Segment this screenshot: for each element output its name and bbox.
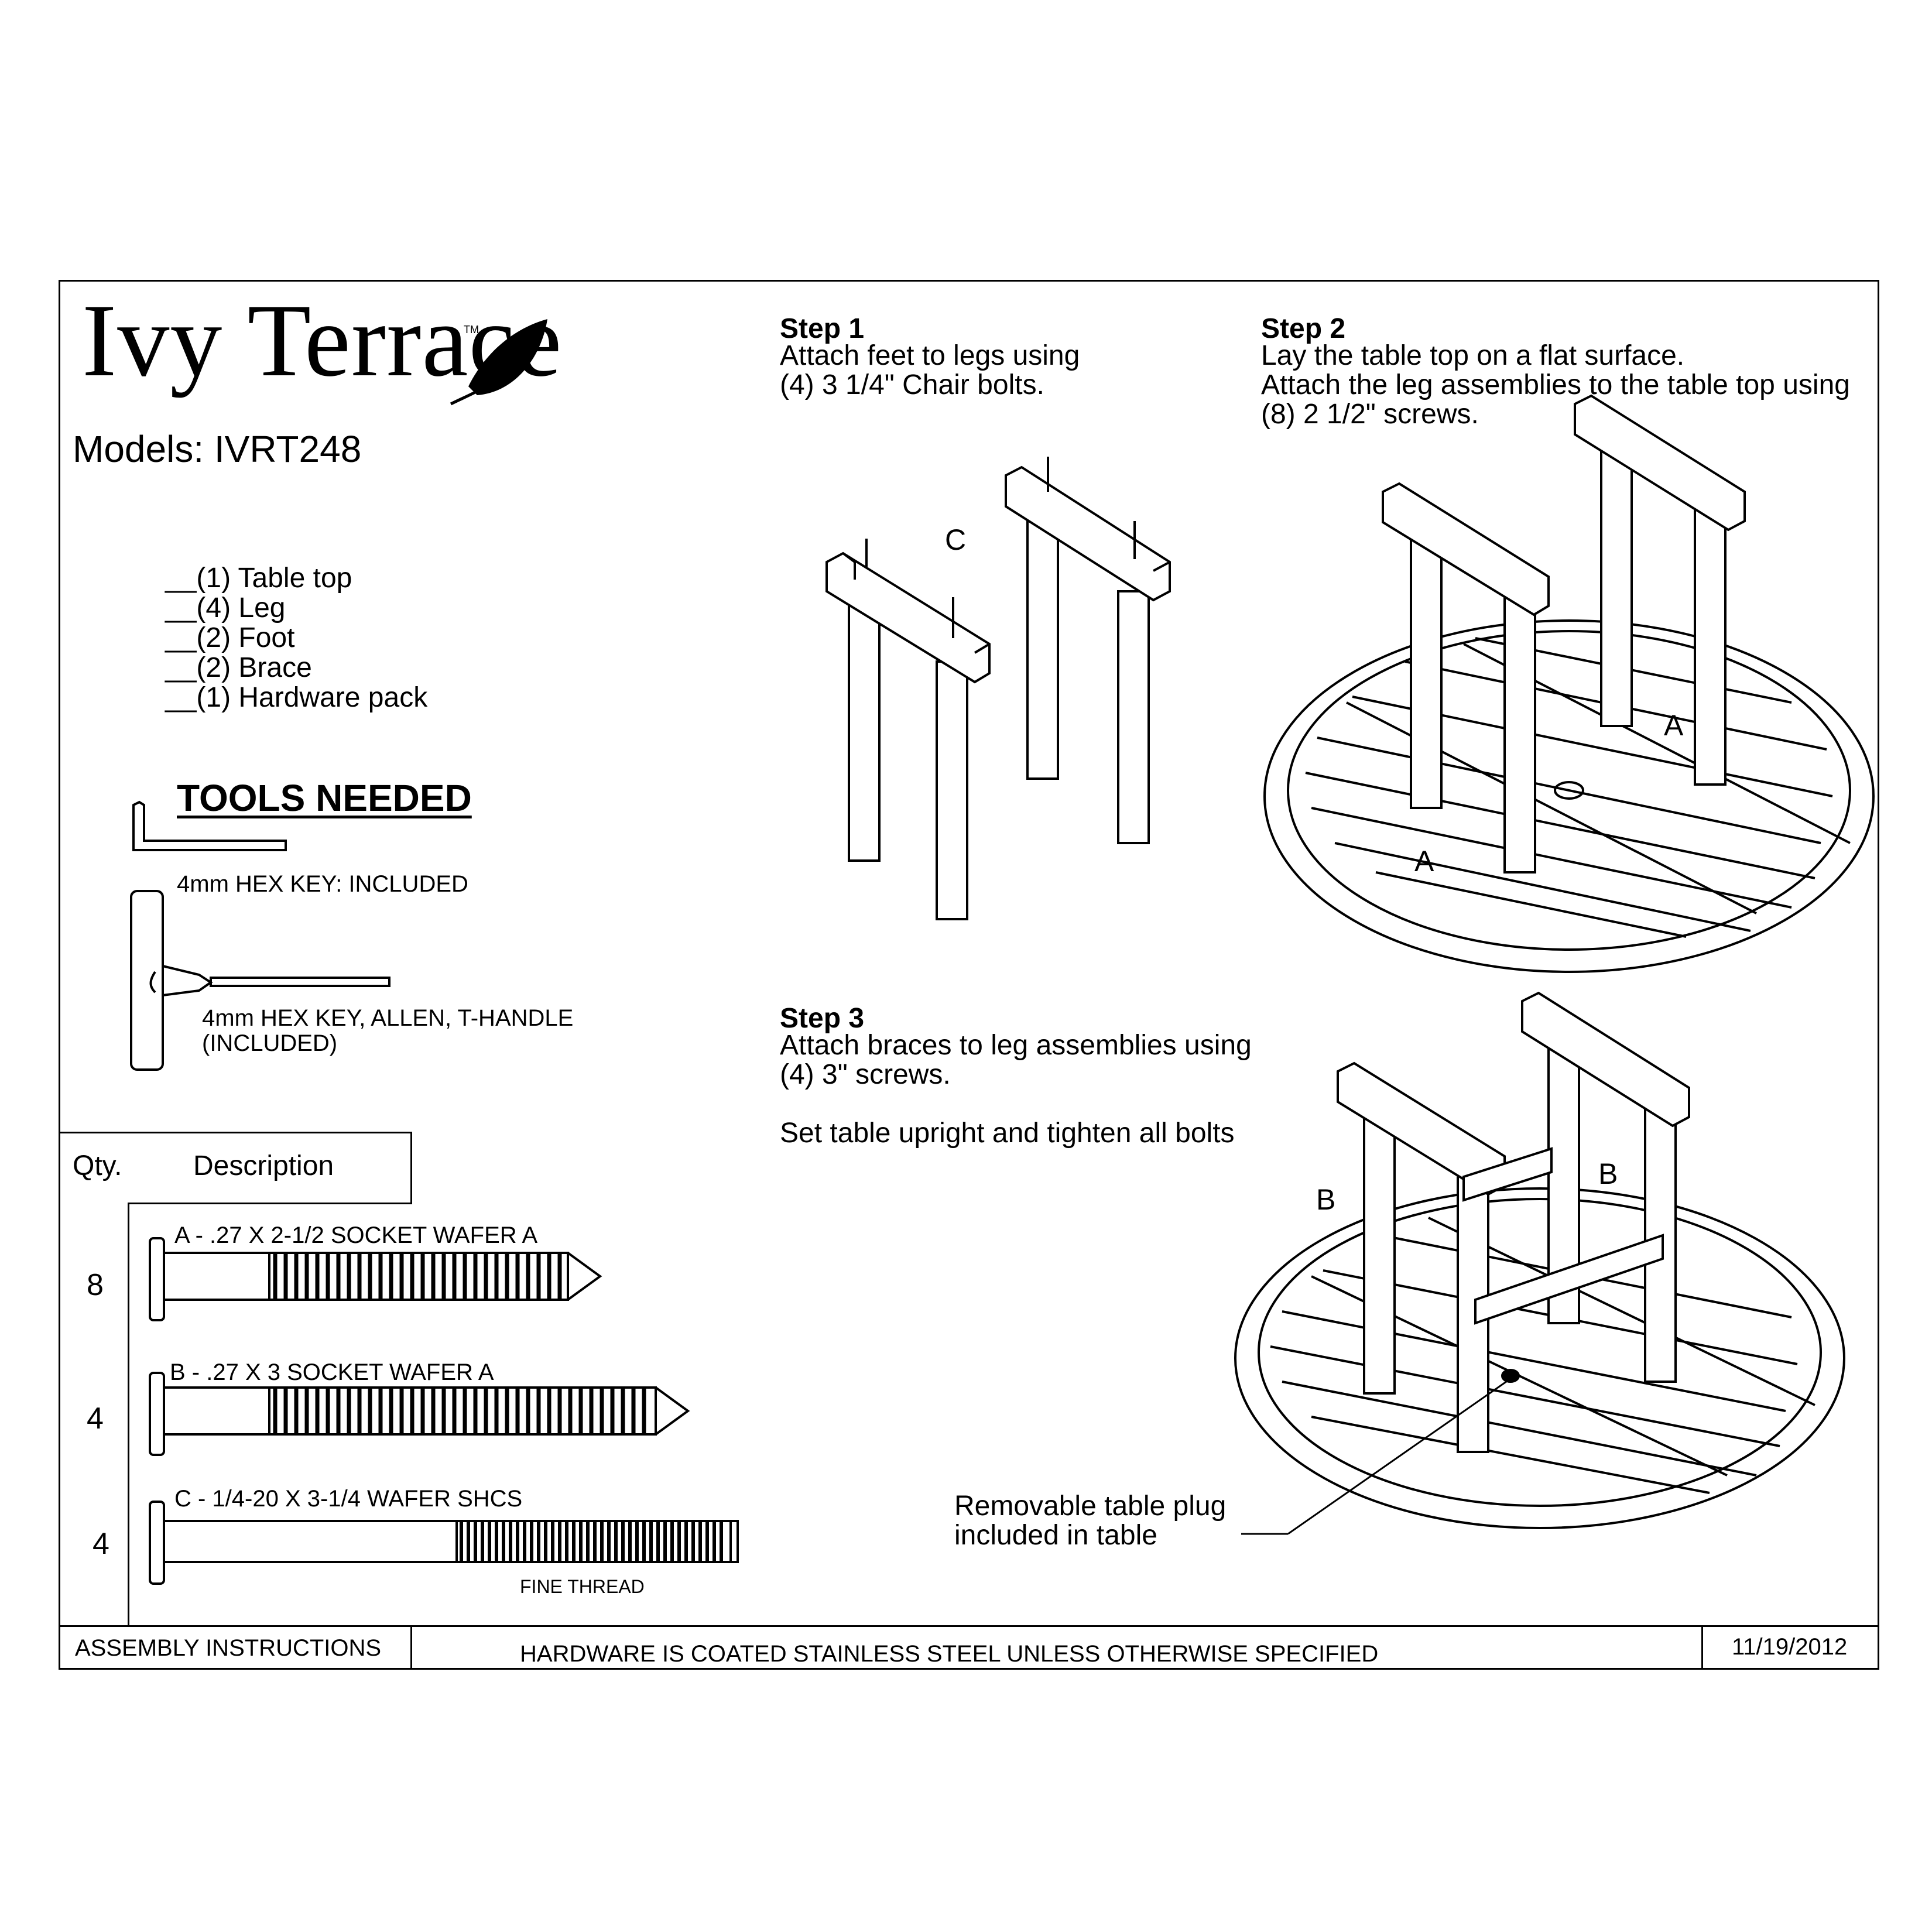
step2-letter-a-left: A	[1414, 845, 1434, 878]
hex-key-label: 4mm HEX KEY: INCLUDED	[177, 871, 468, 897]
table-plug-line: included in table	[954, 1520, 1157, 1551]
step1-title: Step 1	[780, 313, 865, 344]
footer-date: 11/19/2012	[1732, 1634, 1848, 1660]
hardware-a-label: A - .27 X 2-1/2 SOCKET WAFER A	[174, 1222, 538, 1248]
footer-hardware-note: HARDWARE IS COATED STAINLESS STEEL UNLES…	[520, 1641, 1379, 1667]
parts-list: __(1) Table top __(4) Leg __(2) Foot __(…	[165, 563, 427, 712]
step3-instructions: Attach braces to leg assemblies using (4…	[780, 1031, 1252, 1148]
sheet-border	[59, 280, 1879, 1670]
table-plug-line: Removable table plug	[954, 1491, 1227, 1522]
hardware-c-note: FINE THREAD	[520, 1576, 645, 1597]
brand-logo-text: Ivy Terrace	[82, 282, 563, 398]
parts-list-item: __(1) Table top	[165, 563, 352, 594]
step3-line: Set table upright and tighten all bolts	[780, 1118, 1235, 1149]
t-handle-label-line2: (INCLUDED)	[202, 1030, 338, 1056]
step1-line: (4) 3 1/4" Chair bolts.	[780, 369, 1044, 400]
hardware-table-header-box	[59, 1132, 412, 1204]
step3-line	[780, 1090, 1252, 1119]
parts-list-item: __(2) Brace	[165, 652, 312, 683]
footer-divider	[59, 1625, 1879, 1627]
step3-letter-b-left: B	[1316, 1183, 1336, 1216]
step1-instructions: Attach feet to legs using (4) 3 1/4" Cha…	[780, 341, 1080, 400]
parts-list-item: __(4) Leg	[165, 592, 286, 624]
hardware-a-qty: 8	[87, 1268, 104, 1302]
hardware-table-column-divider	[128, 1203, 129, 1627]
trademark-mark: TM	[464, 324, 479, 335]
table-plug-note: Removable table plug included in table	[954, 1492, 1226, 1550]
t-handle-label-line1: 4mm HEX KEY, ALLEN, T-HANDLE	[202, 1005, 574, 1031]
footer-assembly-instructions: ASSEMBLY INSTRUCTIONS	[75, 1635, 382, 1661]
step2-title: Step 2	[1261, 313, 1346, 344]
parts-list-item: __(1) Hardware pack	[165, 682, 428, 713]
step3-title: Step 3	[780, 1003, 865, 1034]
step1-letter-c: C	[945, 523, 967, 556]
step2-line: (8) 2 1/2" screws.	[1261, 399, 1479, 430]
step1-line: Attach feet to legs using	[780, 340, 1080, 371]
step3-line: Attach braces to leg assemblies using	[780, 1030, 1252, 1061]
step3-letter-b-right: B	[1598, 1157, 1618, 1190]
description-header: Description	[193, 1150, 334, 1181]
step3-line: (4) 3" screws.	[780, 1059, 951, 1090]
qty-header: Qty.	[73, 1150, 122, 1181]
hardware-c-qty: 4	[93, 1527, 109, 1561]
footer-date-box	[1701, 1625, 1879, 1670]
step2-instructions: Lay the table top on a flat surface. Att…	[1261, 341, 1850, 429]
hardware-table-header-divider	[128, 1203, 412, 1204]
step2-letter-a-right: A	[1664, 709, 1684, 742]
hardware-c-label: C - 1/4-20 X 3-1/4 WAFER SHCS	[174, 1486, 523, 1512]
hardware-b-qty: 4	[87, 1402, 104, 1436]
tools-needed-heading: TOOLS NEEDED	[177, 777, 472, 819]
hardware-b-label: B - .27 X 3 SOCKET WAFER A	[170, 1359, 494, 1385]
step2-line: Lay the table top on a flat surface.	[1261, 340, 1685, 371]
footer-title-box	[59, 1625, 412, 1670]
step2-line: Attach the leg assemblies to the table t…	[1261, 369, 1850, 400]
models-label: Models: IVRT248	[73, 428, 362, 470]
parts-list-item: __(2) Foot	[165, 622, 295, 653]
